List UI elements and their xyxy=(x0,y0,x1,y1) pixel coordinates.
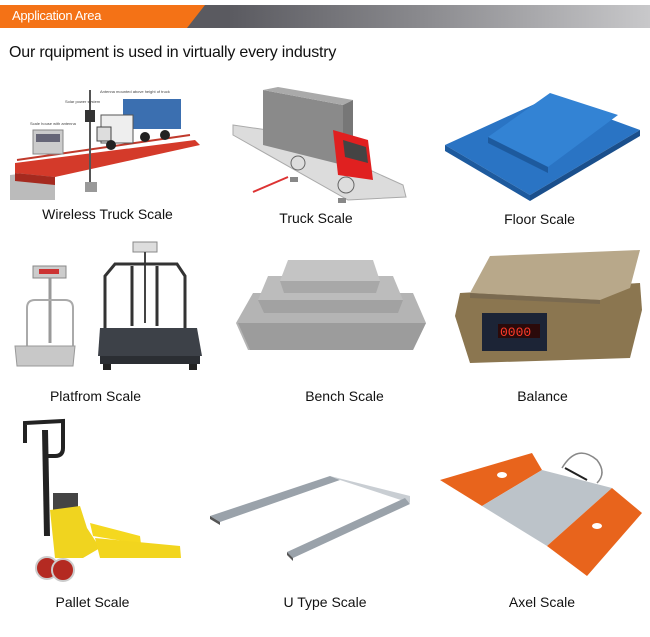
product-card-u-type-scale: U Type Scale xyxy=(205,418,425,618)
product-card-balance: 0000 Balance xyxy=(450,238,645,413)
product-card-truck-scale: Truck Scale xyxy=(228,85,408,230)
product-card-bench-scale: Bench Scale xyxy=(228,238,433,413)
product-label: Bench Scale xyxy=(305,388,384,404)
svg-text:0000: 0000 xyxy=(500,325,531,340)
section-header-bar: Application Area xyxy=(0,5,650,28)
product-label: Floor Scale xyxy=(504,211,575,227)
axel-scale-image xyxy=(437,418,647,583)
wireless-truck-scale-image: Antenna mounted above height of truck So… xyxy=(5,85,205,200)
balance-image: 0000 xyxy=(450,238,645,373)
product-card-pallet-scale: Pallet Scale xyxy=(5,418,210,618)
svg-text:Scale house with antenna: Scale house with antenna xyxy=(30,121,77,126)
product-label: Wireless Truck Scale xyxy=(42,206,173,222)
product-card-wireless-truck-scale: Antenna mounted above height of truck So… xyxy=(5,85,210,230)
svg-text:Antenna mounted above height o: Antenna mounted above height of truck xyxy=(100,89,170,94)
truck-scale-image xyxy=(228,85,408,210)
product-label: U Type Scale xyxy=(283,594,367,610)
pallet-scale-image xyxy=(5,418,210,588)
page-subtitle: Our rquipment is used in virtually every… xyxy=(9,44,337,61)
u-type-scale-image xyxy=(205,418,425,578)
product-card-floor-scale: Floor Scale xyxy=(440,85,645,230)
product-label: Balance xyxy=(517,388,568,404)
bench-scale-image xyxy=(228,238,433,373)
product-label: Pallet Scale xyxy=(55,594,130,610)
section-title: Application Area xyxy=(12,8,102,23)
product-card-platform-scale: Platfrom Scale xyxy=(5,238,210,413)
product-label: Axel Scale xyxy=(508,594,576,610)
product-card-axel-scale: Axel Scale xyxy=(437,418,647,618)
header-accent xyxy=(0,5,205,28)
floor-scale-image xyxy=(440,85,645,205)
product-label: Truck Scale xyxy=(279,210,353,226)
platform-scale-image xyxy=(5,238,210,373)
svg-text:Solar power system: Solar power system xyxy=(65,99,101,104)
product-label: Platfrom Scale xyxy=(49,388,142,404)
